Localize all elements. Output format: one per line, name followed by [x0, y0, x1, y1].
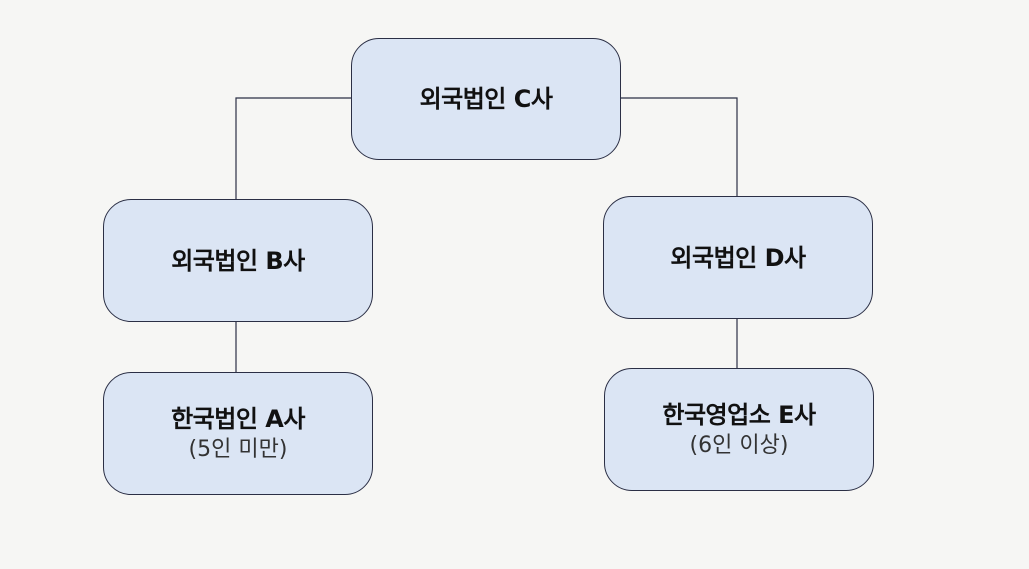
connector-c-to-b	[235, 97, 351, 199]
node-a-subtitle: (5인 미만)	[188, 436, 288, 462]
node-foreign-corp-b: 외국법인 B사	[103, 199, 373, 322]
node-e-title: 한국영업소 E사	[662, 400, 816, 429]
node-foreign-corp-d: 외국법인 D사	[603, 196, 873, 319]
node-korean-corp-a: 한국법인 A사 (5인 미만)	[103, 372, 373, 495]
node-e-subtitle: (6인 이상)	[689, 432, 789, 458]
node-a-title: 한국법인 A사	[171, 404, 305, 433]
node-b-title: 외국법인 B사	[171, 246, 305, 275]
node-foreign-corp-c: 외국법인 C사	[351, 38, 621, 160]
node-d-title: 외국법인 D사	[670, 243, 806, 272]
node-c-title: 외국법인 C사	[419, 85, 553, 113]
node-korean-office-e: 한국영업소 E사 (6인 이상)	[604, 368, 874, 491]
connector-c-to-d	[621, 97, 738, 196]
